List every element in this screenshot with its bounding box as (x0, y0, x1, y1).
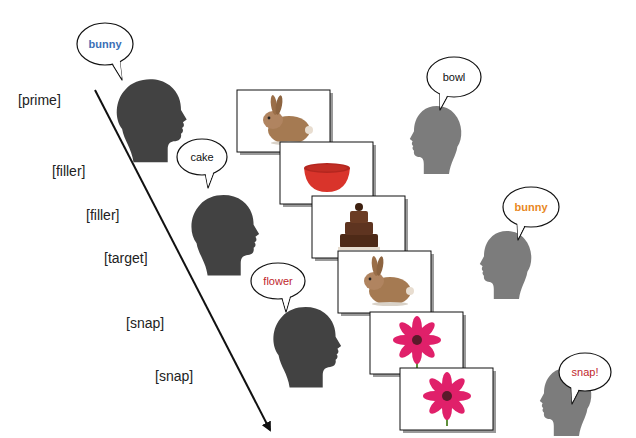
spoken-word: flower (263, 275, 292, 287)
trial-type-label: [filler] (86, 207, 119, 223)
trial-type-label: [prime] (18, 92, 61, 108)
speaker-silhouette (191, 195, 259, 275)
spoken-word: bunny (515, 201, 548, 213)
speech-bubble: bunny (76, 22, 134, 66)
spoken-word: cake (190, 151, 213, 163)
partner-silhouette (410, 106, 462, 174)
trial-type-label: [snap] (155, 368, 193, 384)
trial-type-label: [snap] (126, 315, 164, 331)
speaker-silhouette (273, 307, 341, 387)
picture-card (400, 368, 496, 433)
spoken-word: bowl (443, 71, 466, 83)
spoken-word: bunny (89, 38, 122, 50)
speaker-silhouette (117, 79, 187, 162)
trial-type-label: [filler] (52, 163, 85, 179)
trial-type-label: [target] (104, 250, 148, 266)
speech-bubble: bunny (502, 186, 560, 228)
partner-silhouette (480, 231, 532, 299)
spoken-word: snap! (572, 366, 599, 378)
picture-card (370, 312, 466, 377)
picture-card (338, 251, 434, 316)
speech-bubble: snap! (558, 352, 612, 392)
speech-bubble: bowl (426, 56, 482, 98)
speech-bubble: cake (176, 138, 228, 176)
speech-bubble: flower (250, 262, 306, 300)
